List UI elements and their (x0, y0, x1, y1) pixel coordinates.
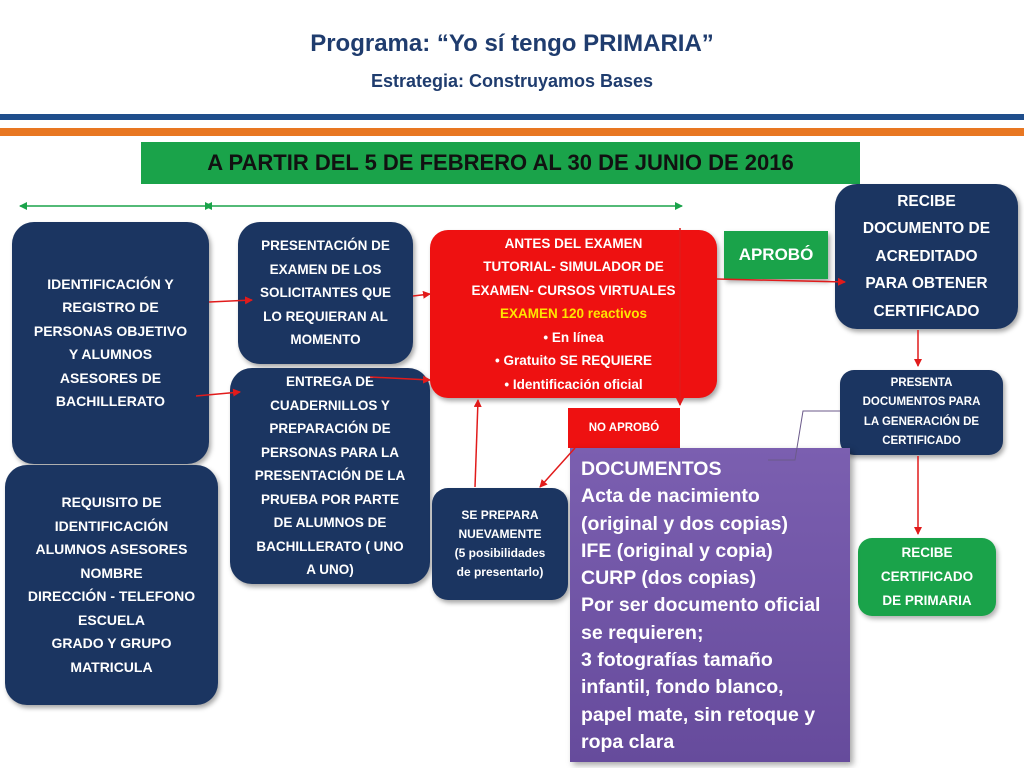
box-documentos: DOCUMENTOS Acta de nacimiento (original … (570, 448, 850, 762)
box-presentacion: PRESENTACIÓN DE EXAMEN DE LOS SOLICITANT… (238, 222, 413, 364)
connector-presenta-to-documentos (768, 410, 840, 461)
arrow-se-prepara-to-exam (473, 399, 482, 488)
arrow-no-aprobo-to-se-prepara (539, 447, 576, 488)
date-range-banner: A PARTIR DEL 5 DE FEBRERO AL 30 DE JUNIO… (141, 142, 860, 184)
arrow-exam-to-recibe-doc (716, 277, 846, 286)
box-identificacion: IDENTIFICACIÓN Y REGISTRO DE PERSONAS OB… (12, 222, 209, 464)
arrow-presentacion-to-exam (412, 290, 431, 299)
arrow-entrega-to-exam (369, 375, 431, 384)
box-entrega: ENTREGA DE CUADERNILLOS Y PREPARACIÓN DE… (230, 368, 430, 584)
arrow-ident-to-presentacion (208, 296, 253, 305)
header-stripe-orange (0, 128, 1024, 136)
box-no-aprobo: NO APROBÓ (568, 408, 680, 448)
box-aprobo: APROBÓ (724, 231, 828, 279)
box-requisito: REQUISITO DE IDENTIFICACIÓN ALUMNOS ASES… (5, 465, 218, 705)
box-recibe-documento: RECIBE DOCUMENTO DE ACREDITADO PARA OBTE… (835, 184, 1018, 329)
page-subtitle: Estrategia: Construyamos Bases (370, 71, 654, 91)
box-se-prepara: SE PREPARA NUEVAMENTE (5 posibilidades d… (432, 488, 568, 600)
arrow-ident-to-entrega (195, 388, 241, 397)
header-stripe-blue (0, 114, 1024, 120)
box-antes-del-examen: ANTES DEL EXAMEN TUTORIAL- SIMULADOR DE … (430, 230, 717, 398)
page-title: Programa: “Yo sí tengo PRIMARIA” (310, 30, 714, 57)
box-presenta-documentos: PRESENTA DOCUMENTOS PARA LA GENERACIÓN D… (840, 370, 1003, 455)
box-recibe-certificado: RECIBE CERTIFICADO DE PRIMARIA (858, 538, 996, 616)
